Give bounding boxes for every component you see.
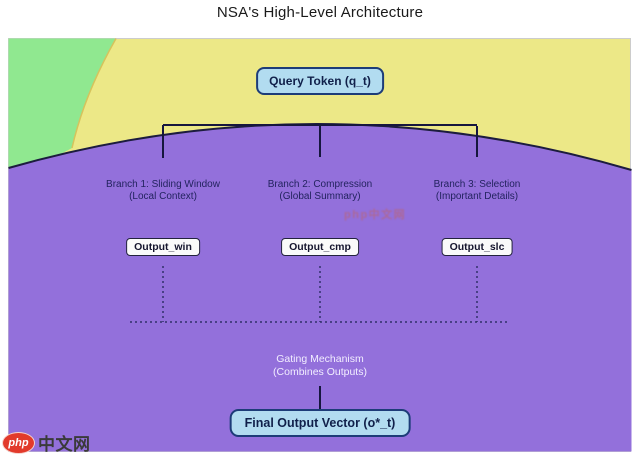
gating-mechanism-label: Gating Mechanism (Combines Outputs) <box>273 353 367 378</box>
branch-1-title: Branch 1: Sliding Window <box>106 179 220 190</box>
output-cmp-box: Output_cmp <box>281 238 359 256</box>
gating-subtitle: (Combines Outputs) <box>273 365 367 378</box>
branch-1-label: Branch 1: Sliding Window (Local Context) <box>106 179 220 202</box>
branch-3-title: Branch 3: Selection <box>433 179 521 190</box>
site-logo: php 中文网 <box>2 430 91 455</box>
branch-3-subtitle: (Important Details) <box>435 190 519 202</box>
query-token-box: Query Token (q_t) <box>256 67 384 95</box>
green-region-shape <box>8 38 116 182</box>
page-title: NSA's High-Level Architecture <box>216 4 424 21</box>
branch-2-subtitle: (Global Summary) <box>279 190 361 202</box>
gating-title: Gating Mechanism <box>276 353 364 365</box>
center-watermark: php中文网 <box>344 209 407 221</box>
output-slc-box: Output_slc <box>441 238 513 256</box>
branch-3-label: Branch 3: Selection (Important Details) <box>434 179 521 202</box>
branch-2-title: Branch 2: Compression <box>267 179 373 190</box>
site-logo-text: 中文网 <box>38 435 91 454</box>
php-logo-icon: php <box>2 431 35 454</box>
branch-1-subtitle: (Local Context) <box>129 190 197 202</box>
green-region-edge <box>71 38 117 149</box>
branch-connector-lines <box>162 124 478 158</box>
output-win-box: Output_win <box>126 238 200 256</box>
dotted-connector-lines <box>130 266 510 323</box>
final-output-box: Final Output Vector (o*_t) <box>229 409 411 437</box>
branch-2-label: Branch 2: Compression (Global Summary) <box>268 179 373 202</box>
